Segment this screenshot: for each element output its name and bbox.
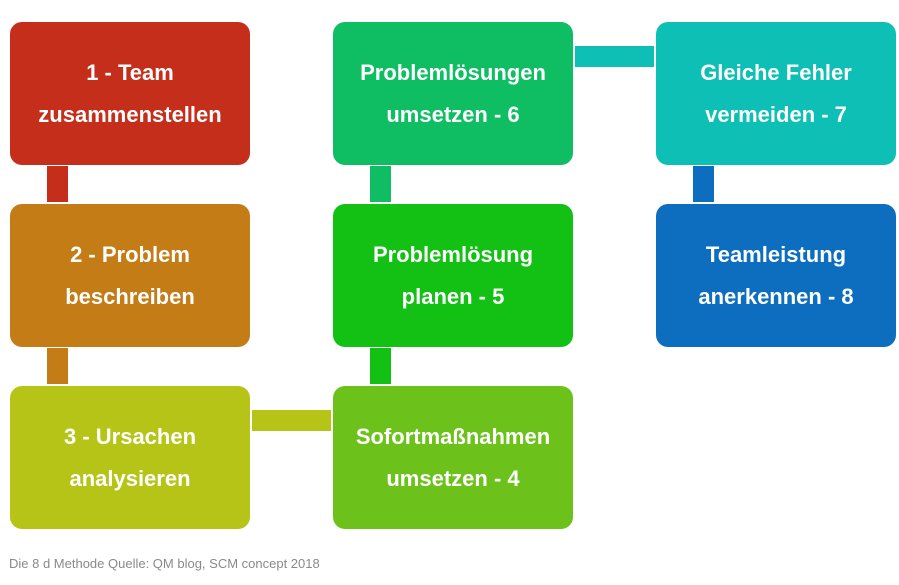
source-caption: Die 8 d Methode Quelle: QM blog, SCM con… [9,556,320,571]
step-3-label: 3 - Ursachen analysieren [63,423,197,491]
connector-4-5 [370,348,391,384]
step-5-box: Problemlösung planen - 5 [333,204,573,347]
step-1-box: 1 - Team zusammenstellen [10,22,250,165]
connector-6-7 [575,46,654,67]
connector-3-4 [252,410,331,431]
step-7-box: Gleiche Fehler vermeiden - 7 [656,22,896,165]
step-3-box: 3 - Ursachen analysieren [10,386,250,529]
connector-2-3 [47,348,68,384]
step-1-label: 1 - Team zusammenstellen [38,59,222,127]
step-4-label: Sofortmaßnahmen umsetzen - 4 [355,423,551,491]
connector-5-6 [370,166,391,202]
step-2-label: 2 - Problem beschreiben [65,241,195,309]
step-4-box: Sofortmaßnahmen umsetzen - 4 [333,386,573,529]
step-8-label: Teamleistung anerkennen - 8 [698,241,854,309]
step-2-box: 2 - Problem beschreiben [10,204,250,347]
connector-1-2 [47,166,68,202]
step-5-label: Problemlösung planen - 5 [372,241,534,309]
step-7-label: Gleiche Fehler vermeiden - 7 [700,59,852,127]
step-6-label: Problemlösungen umsetzen - 6 [360,59,546,127]
step-8-box: Teamleistung anerkennen - 8 [656,204,896,347]
step-6-box: Problemlösungen umsetzen - 6 [333,22,573,165]
connector-7-8 [693,166,714,202]
